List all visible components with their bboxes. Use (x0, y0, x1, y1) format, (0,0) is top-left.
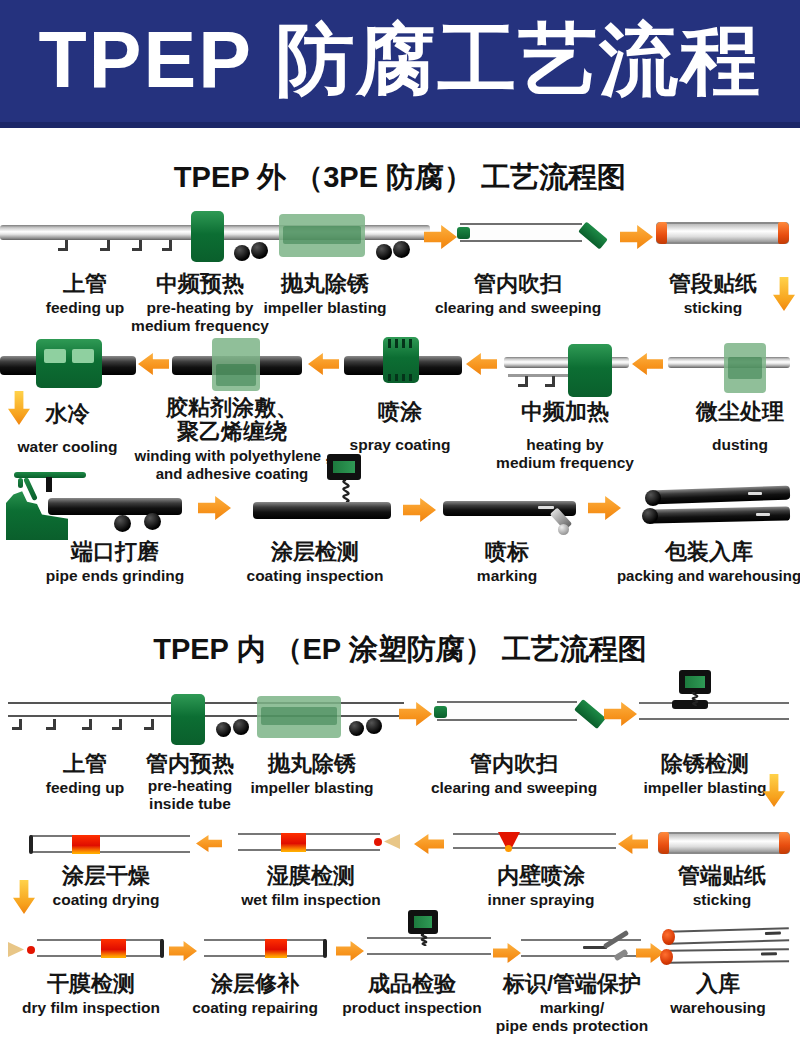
step-label: 成品检验 product inspection (332, 972, 492, 1017)
pipe-support-hook (162, 240, 172, 251)
section-1-title: TPEP 外 （3PE 防腐） 工艺流程图 (0, 158, 800, 198)
inspection-dot (27, 946, 35, 954)
step-label: 端口打磨 pipe ends grinding (35, 540, 195, 585)
pipe-graphic (460, 223, 582, 242)
step-label: 中频加热 heating by medium frequency (490, 400, 640, 472)
flow-arrow-right (604, 702, 637, 726)
pipe-marking-text (761, 952, 777, 955)
flow-arrow-left (414, 834, 444, 854)
pipe-support-hook (518, 376, 528, 387)
pipe-support-hook (144, 719, 154, 730)
machine-window (72, 349, 94, 363)
flow-arrow-left (138, 353, 169, 375)
step-label: 涂层检测 coating inspection (235, 540, 395, 585)
spray-nozzles (388, 339, 414, 348)
flow-arrow-left (632, 353, 663, 375)
pipe-end (642, 508, 658, 524)
step-label: 管端贴纸 sticking (652, 864, 792, 909)
grinder-arm (23, 477, 38, 501)
pipe-graphic (639, 702, 789, 720)
blower-cap (457, 227, 470, 239)
pipe-marking-text (538, 506, 554, 509)
flow-arrow-right (169, 941, 197, 961)
chamber-inner (283, 226, 361, 244)
inspection-probe (384, 834, 400, 849)
pipe-end-cap (662, 929, 675, 945)
roller-wheel (366, 718, 382, 734)
flow-arrow-right (336, 941, 364, 961)
pipe-graphic (238, 833, 380, 851)
pipe-graphic (8, 702, 404, 717)
grinder-head (46, 477, 52, 492)
inspection-device (679, 670, 711, 694)
page-title: TPEP 防腐工艺流程 (39, 8, 762, 114)
pipe-support-hook (132, 240, 142, 251)
pipe-end-tick (323, 939, 327, 958)
blower-cap (434, 706, 447, 718)
pipe-end (645, 490, 661, 506)
device-screen (685, 676, 705, 688)
chamber-inner (261, 707, 337, 725)
step-label: 内壁喷涂 inner spraying (451, 864, 631, 909)
hot-red-band (72, 835, 100, 854)
pipe-graphic (437, 701, 577, 721)
flow-arrow-left (196, 835, 222, 852)
roller-wheel (216, 722, 231, 737)
marking-nozzle-tip (558, 524, 569, 535)
preheating-machine (191, 211, 224, 262)
step-label: 胶粘剂涂敷、 聚乙烯缠绕 winding with polyethylene ,… (112, 396, 352, 483)
inspection-probe (8, 942, 24, 957)
spray-nozzles (388, 374, 414, 381)
pipe-end-tick (29, 835, 33, 854)
flow-arrow-right (403, 498, 436, 522)
roller-wheel (251, 242, 268, 259)
hot-red-band (281, 833, 306, 852)
orange-cap (778, 222, 789, 244)
step-label: 管内吹扫 clearing and sweeping (428, 272, 608, 317)
pipe-graphic (37, 939, 163, 957)
step-label: 水冷 water cooling (10, 402, 125, 456)
step-label: 管段贴纸 sticking (643, 272, 783, 317)
pipe-graphic (453, 833, 616, 849)
device-screen (414, 916, 433, 928)
roller-wheel (114, 515, 131, 532)
impeller-blasting-chamber (279, 214, 365, 257)
machine-inner (216, 364, 256, 386)
blower-elbow (574, 699, 606, 729)
flow-arrow-right (198, 496, 231, 520)
water-cooling-machine (36, 339, 102, 388)
step-label: 抛丸除锈 impeller blasting (240, 272, 410, 317)
spring (337, 480, 355, 506)
hot-red-band (265, 939, 287, 958)
pipe-graphic (668, 927, 789, 944)
pipe-end-tick (160, 939, 164, 958)
pipe-with-stickers (658, 832, 790, 854)
winding-machine (212, 338, 260, 391)
spray-dot (505, 845, 512, 852)
pipe-graphic (652, 486, 790, 505)
spring (687, 692, 703, 710)
impeller-blasting-chamber (257, 696, 341, 738)
pipe-graphic (30, 835, 190, 853)
step-label: 包装入库 packing and warehousing (614, 540, 800, 585)
flow-arrow-right (620, 225, 653, 249)
orange-cap (656, 222, 667, 244)
step-label: 入库 warehousing (648, 972, 788, 1017)
step-label: 涂层修补 coating repairing (175, 972, 335, 1017)
inspection-dot (374, 838, 382, 846)
spray-coating-machine (383, 337, 419, 383)
flow-arrow-left (466, 353, 497, 375)
pipe-graphic (48, 498, 182, 515)
step-label: 微尘处理 dusting (675, 400, 800, 454)
pipe-graphic (204, 939, 326, 957)
pipe-marking-text (765, 932, 781, 935)
section-2-title: TPEP 内 （EP 涂塑防腐） 工艺流程图 (0, 630, 800, 670)
flow-arrow-left (618, 834, 648, 854)
pipe-support-hook (12, 719, 22, 730)
flow-arrow-left (308, 353, 339, 375)
pipe-support-hook (100, 240, 110, 251)
roller-wheel (393, 241, 410, 258)
flow-arrow-right (493, 943, 521, 963)
step-label: 喷标 marking (447, 540, 567, 585)
